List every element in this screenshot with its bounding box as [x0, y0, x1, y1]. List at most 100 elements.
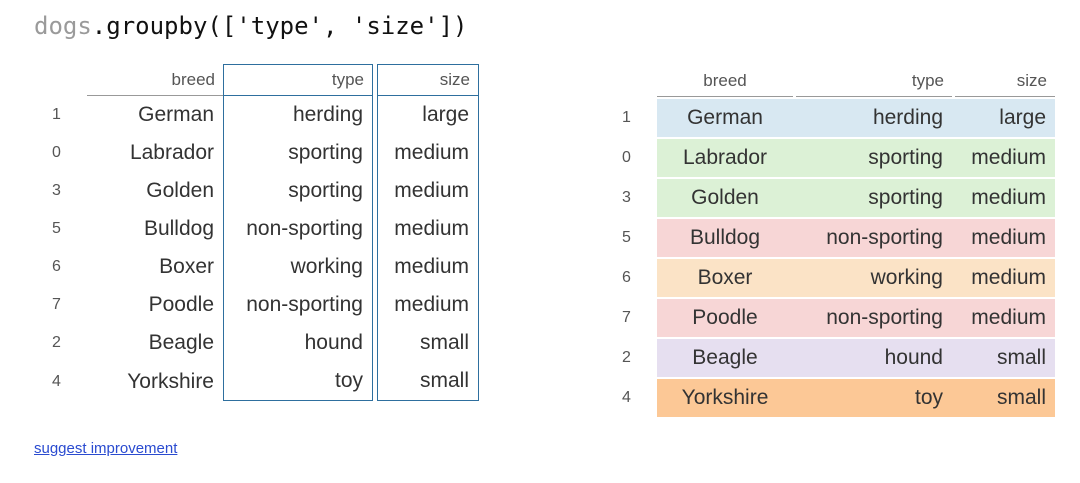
type-cell: working [796, 259, 952, 297]
size-cell: medium [377, 286, 479, 324]
size-header: size [377, 64, 479, 96]
type-header: type [223, 64, 373, 96]
breed-cell: Boxer [159, 255, 214, 278]
type-cell: sporting [796, 139, 952, 177]
breed-cell: Golden [657, 179, 793, 217]
row-index: 1 [52, 106, 61, 123]
index-header [52, 64, 87, 96]
size-cell: small [955, 339, 1055, 377]
breed-cell: Boxer [657, 259, 793, 297]
size-header: size [955, 66, 1055, 97]
column-gap [793, 379, 796, 417]
code-object: dogs [34, 12, 92, 40]
suggest-improvement-link[interactable]: suggest improvement [34, 440, 178, 457]
type-cell: hound [223, 324, 373, 362]
column-gap [952, 259, 955, 297]
size-cell: medium [377, 172, 479, 210]
code-line: dogs.groupby(['type', 'size']) [34, 12, 467, 40]
row-index: 7 [52, 296, 61, 313]
column-gap [952, 179, 955, 217]
type-cell: non-sporting [796, 299, 952, 337]
breed-cell: Bulldog [143, 217, 214, 240]
type-cell: herding [796, 99, 952, 137]
row-index: 3 [622, 179, 657, 217]
breed-cell: German [657, 99, 793, 137]
row-index: 4 [622, 379, 657, 417]
breed-cell: German [138, 103, 214, 126]
size-cell: medium [955, 259, 1055, 297]
column-gap [793, 259, 796, 297]
breed-cell: Yorkshire [657, 379, 793, 417]
breed-header: breed [87, 64, 223, 96]
column-gap [952, 379, 955, 417]
size-cell: medium [377, 210, 479, 248]
index-header [622, 66, 657, 97]
breed-cell: Bulldog [657, 219, 793, 257]
breed-cell: Golden [146, 179, 214, 202]
row-index: 5 [52, 220, 61, 237]
row-index: 3 [52, 182, 61, 199]
breed-cell: Yorkshire [127, 369, 214, 393]
breed-cell: Labrador [129, 141, 214, 164]
column-gap [793, 299, 796, 337]
type-header: type [796, 66, 952, 97]
breed-cell: Poodle [148, 293, 214, 316]
breed-cell: Beagle [657, 339, 793, 377]
column-gap [793, 99, 796, 137]
column-gap [952, 339, 955, 377]
row-index: 2 [52, 334, 61, 351]
size-cell: medium [377, 134, 479, 172]
size-cell: medium [955, 219, 1055, 257]
type-cell: sporting [223, 134, 373, 172]
column-gap [952, 139, 955, 177]
code-method: .groupby(['type', 'size']) [91, 12, 468, 40]
size-cell: medium [955, 299, 1055, 337]
size-cell: medium [955, 179, 1055, 217]
column-gap [952, 299, 955, 337]
row-index: 4 [52, 372, 61, 390]
row-index: 7 [622, 299, 657, 337]
type-cell: herding [223, 96, 373, 134]
header-row: breed type size [622, 66, 1055, 97]
type-cell: non-sporting [223, 286, 373, 324]
column-gap [793, 179, 796, 217]
type-cell: non-sporting [796, 219, 952, 257]
type-cell: toy [223, 362, 373, 401]
row-index: 0 [52, 144, 61, 161]
type-cell: working [223, 248, 373, 286]
type-cell: sporting [223, 172, 373, 210]
breed-cell: Labrador [657, 139, 793, 177]
header-row: breed type size [52, 64, 479, 96]
row-index: 0 [622, 139, 657, 177]
column-gap [793, 139, 796, 177]
column-gap [793, 339, 796, 377]
size-cell: small [377, 362, 479, 401]
breed-cell: Beagle [148, 331, 214, 354]
breed-cell: Poodle [657, 299, 793, 337]
size-cell: small [955, 379, 1055, 417]
type-cell: hound [796, 339, 952, 377]
column-gap [952, 219, 955, 257]
breed-header: breed [657, 66, 793, 97]
row-index: 5 [622, 219, 657, 257]
type-cell: non-sporting [223, 210, 373, 248]
size-cell: medium [955, 139, 1055, 177]
